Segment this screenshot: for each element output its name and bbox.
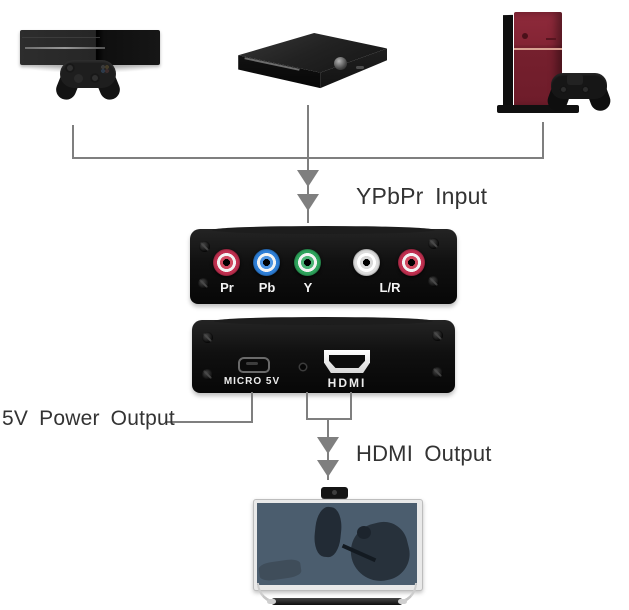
controller-touchpad <box>567 74 583 85</box>
port-label-pb: Pb <box>258 280 276 295</box>
port-label-lr: L/R <box>379 280 401 295</box>
hdmi-output-label: HDMI Output <box>356 441 492 466</box>
dvd-knob <box>334 57 347 70</box>
port-label-y: Y <box>303 280 313 295</box>
game-tank-silhouette <box>257 558 303 582</box>
ps4-base <box>497 105 579 113</box>
tv-screen-game-scene <box>257 503 417 585</box>
rca-port-audio-right[interactable] <box>398 249 425 276</box>
screw-icon <box>198 278 209 289</box>
screw-icon <box>428 276 439 287</box>
port-label-hdmi: HDMI <box>327 376 367 390</box>
double-arrow-down-icon <box>317 460 339 477</box>
wire-bracket-right <box>350 392 352 420</box>
screw-icon <box>432 330 443 341</box>
double-arrow-down-icon <box>317 437 339 454</box>
controller-stick <box>65 63 75 73</box>
xbox-body <box>20 30 160 65</box>
wire-from-dvd <box>307 105 309 159</box>
controller-dpad <box>74 74 83 83</box>
wire-from-ps4 <box>542 122 544 159</box>
controller-stick <box>581 85 590 94</box>
ps4-controller-icon <box>544 69 614 115</box>
screw-icon <box>202 369 213 380</box>
port-label-pr: Pr <box>220 280 234 295</box>
rca-port-pb[interactable] <box>253 249 280 276</box>
controller-stick <box>90 73 100 83</box>
ypbpr-input-label: YPbPr Input <box>356 183 488 209</box>
xbox-controller-icon <box>53 58 123 104</box>
wire-bracket-bottom <box>306 418 352 420</box>
wire-bracket-left <box>306 392 308 420</box>
ps4-logo <box>522 32 528 39</box>
tv-camera <box>321 487 348 498</box>
screw-icon <box>199 241 210 252</box>
dvd-button <box>356 66 364 69</box>
power-output-label: 5V Power Output <box>2 407 175 430</box>
screw-icon <box>432 367 443 378</box>
xbox-seam <box>22 37 100 38</box>
xbox-disc-slot <box>25 47 105 49</box>
double-arrow-down-icon <box>297 194 319 211</box>
tv-icon <box>253 487 423 608</box>
converter-front-panel: Pr Pb Y L/R <box>190 226 457 304</box>
controller-buttons <box>100 64 110 74</box>
wire-from-xbox <box>72 125 74 159</box>
rca-port-audio-left[interactable] <box>353 249 380 276</box>
screw-icon <box>202 332 213 343</box>
rca-port-y[interactable] <box>294 249 321 276</box>
wire-power-lead <box>167 421 253 423</box>
screw-icon <box>428 238 439 249</box>
rca-port-pr[interactable] <box>213 249 240 276</box>
tv-soundbar-stand <box>267 598 407 605</box>
wire-power-drop <box>251 392 253 423</box>
game-mech-figure <box>312 505 344 559</box>
ps4-seam <box>514 48 562 51</box>
double-arrow-down-icon <box>297 170 319 187</box>
dvd-player-icon <box>232 28 387 90</box>
ps4-vent <box>546 37 556 40</box>
micro-usb-port[interactable] <box>238 357 270 373</box>
xbox-console-icon <box>15 27 165 107</box>
ps4-console-icon <box>495 5 620 117</box>
input-arrow-stem <box>307 157 309 223</box>
controller-stick <box>559 85 568 94</box>
converter-rear-panel: MICRO 5V HDMI <box>192 317 455 393</box>
hdmi-port[interactable] <box>324 350 370 373</box>
port-label-micro5v: MICRO 5V <box>223 376 281 387</box>
ps4-stand <box>503 14 513 108</box>
led-indicator <box>300 364 306 370</box>
game-soldier-head <box>357 526 371 539</box>
